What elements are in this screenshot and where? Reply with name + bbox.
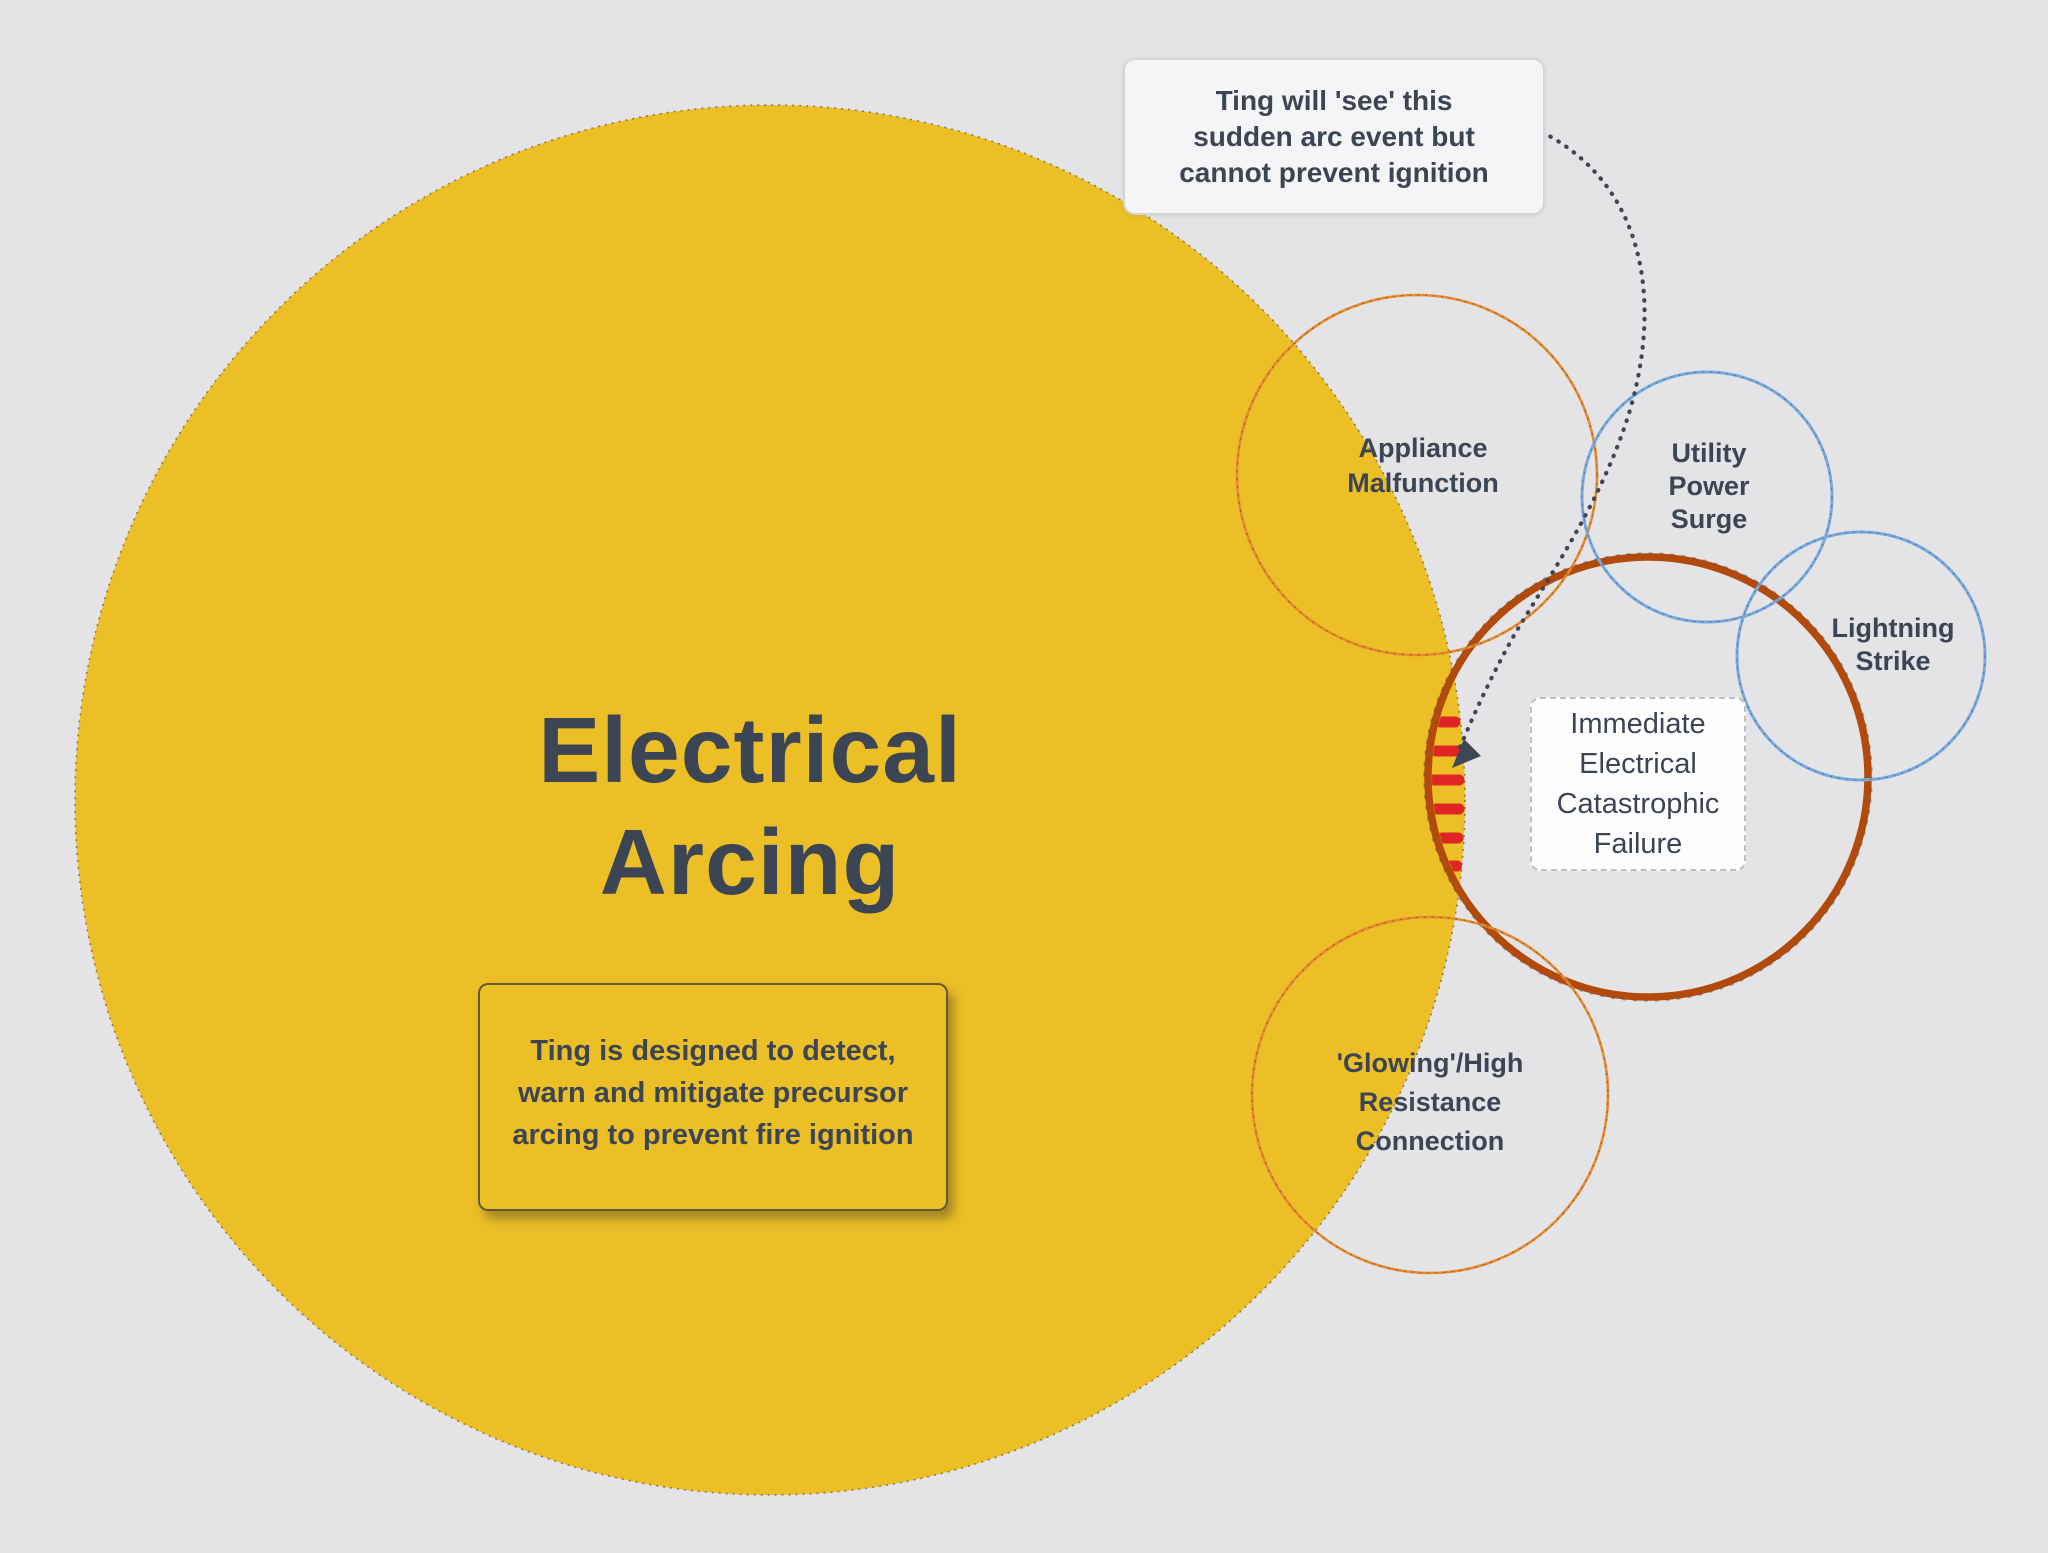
glowing-high-resistance-label: 'Glowing'/High Resistance Connection bbox=[1260, 1044, 1600, 1161]
callout-line: cannot prevent ignition bbox=[1179, 156, 1489, 188]
lightning-strike-label: Lightning Strike bbox=[1758, 612, 2028, 678]
arc-event-hatch-marks bbox=[1432, 716, 1465, 872]
appliance-malfunction-circle bbox=[1235, 293, 1599, 657]
failure-line: Electrical bbox=[1579, 748, 1697, 780]
label-line: 'Glowing'/High bbox=[1336, 1048, 1524, 1078]
label-line: Appliance bbox=[1358, 433, 1488, 463]
utility-power-surge-label: Utility Power Surge bbox=[1594, 437, 1824, 536]
label-line: Lightning bbox=[1831, 613, 1955, 643]
glowing-high-resistance-circle-dotted-edge bbox=[1251, 916, 1609, 1274]
ting-see-callout-text: Ting will 'see' this sudden arc event bu… bbox=[1179, 83, 1489, 191]
failure-line: Immediate bbox=[1570, 708, 1706, 740]
note-line: warn and mitigate precursor bbox=[518, 1077, 908, 1109]
label-line: Power bbox=[1668, 471, 1750, 501]
ting-mitigation-note-text: Ting is designed to detect, warn and mit… bbox=[480, 985, 946, 1156]
label-line: Connection bbox=[1355, 1126, 1505, 1156]
catastrophic-failure-label-text: Immediate Electrical Catastrophic Failur… bbox=[1557, 704, 1720, 864]
title-line: Arcing bbox=[599, 810, 901, 914]
label-line: Malfunction bbox=[1347, 468, 1499, 498]
failure-line: Catastrophic bbox=[1556, 788, 1720, 820]
lightning-strike-circle-dotted-edge bbox=[1736, 531, 1986, 781]
appliance-malfunction-label: Appliance Malfunction bbox=[1273, 431, 1573, 501]
catastrophic-failure-circle-dotted-edge bbox=[1423, 552, 1873, 1002]
ting-see-callout: Ting will 'see' this sudden arc event bu… bbox=[1123, 58, 1545, 215]
label-line: Strike bbox=[1855, 646, 1931, 676]
electrical-arcing-circle-dotted-edge bbox=[74, 104, 1466, 1496]
callout-line: Ting will 'see' this bbox=[1215, 84, 1453, 116]
callout-line: sudden arc event but bbox=[1193, 120, 1475, 152]
note-line: Ting is designed to detect, bbox=[530, 1035, 896, 1067]
label-line: Resistance bbox=[1358, 1087, 1502, 1117]
glowing-high-resistance-circle bbox=[1250, 915, 1610, 1275]
utility-power-surge-circle bbox=[1580, 370, 1834, 624]
lightning-strike-circle bbox=[1735, 530, 1987, 782]
utility-power-surge-circle-dotted-edge bbox=[1581, 371, 1833, 623]
electrical-arcing-title: Electrical Arcing bbox=[430, 694, 1070, 918]
ting-mitigation-note: Ting is designed to detect, warn and mit… bbox=[478, 983, 948, 1211]
appliance-malfunction-circle-dotted-edge bbox=[1236, 294, 1598, 656]
catastrophic-failure-label: Immediate Electrical Catastrophic Failur… bbox=[1530, 697, 1746, 871]
label-line: Utility bbox=[1671, 438, 1747, 468]
failure-line: Failure bbox=[1593, 828, 1683, 860]
label-line: Surge bbox=[1670, 504, 1748, 534]
catastrophic-failure-circle bbox=[1424, 553, 1872, 1001]
note-line: arcing to prevent fire ignition bbox=[512, 1119, 914, 1151]
electrical-arcing-circle bbox=[75, 105, 1465, 1495]
title-line: Electrical bbox=[538, 698, 962, 802]
callout-connector-arrowhead bbox=[1452, 739, 1481, 768]
